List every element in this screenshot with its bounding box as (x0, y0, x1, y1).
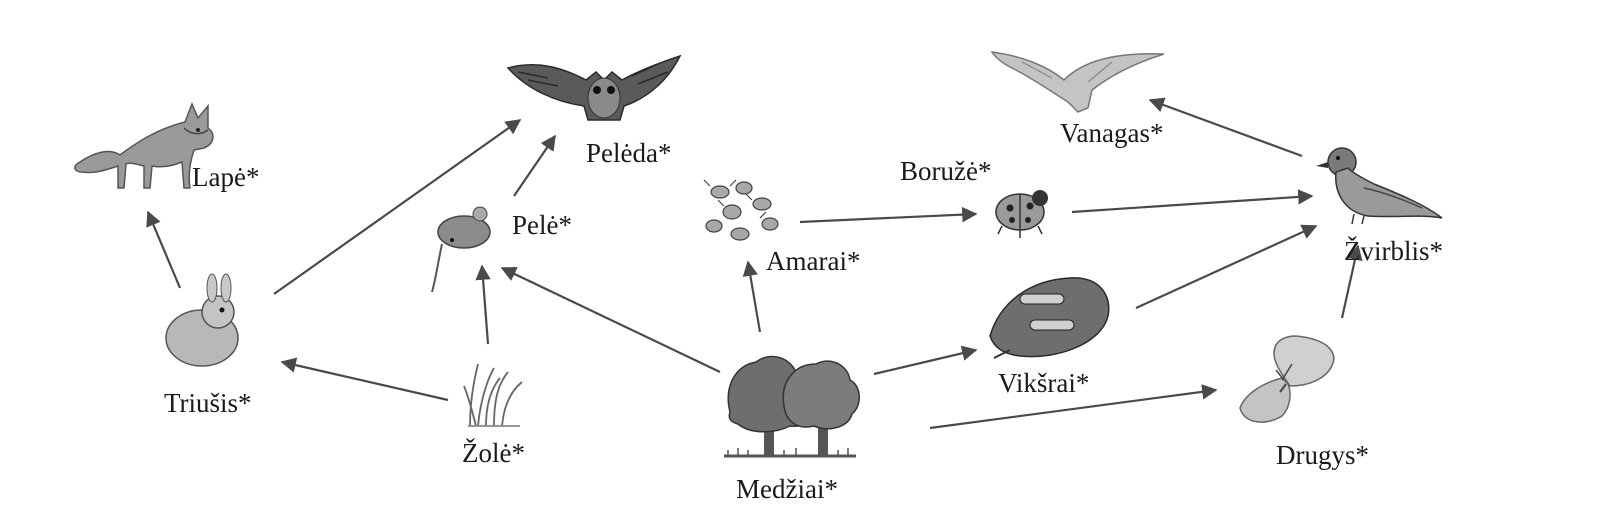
arrow-zole-to-triusis (280, 357, 449, 402)
mouse-icon (431, 206, 491, 293)
edge-layer (146, 97, 1363, 430)
arrow-zole-to-pele (475, 264, 491, 345)
hawk-icon (990, 51, 1165, 113)
arrow-medziai-to-drugys (929, 384, 1218, 430)
label-boruze: Boružė* (900, 156, 992, 186)
butterfly-icon (1239, 335, 1335, 423)
arrow-zvirblis-to-vanagas (1148, 97, 1303, 158)
grass-icon (463, 363, 523, 427)
arrow-medziai-to-pele (500, 267, 721, 373)
label-lape: Lapė* (192, 162, 260, 192)
arrow-medziai-to-viksrai (873, 345, 978, 376)
arrow-drugys-to-zvirblis (1340, 244, 1363, 319)
arrow-viksrai-to-zvirblis (1135, 224, 1318, 310)
sparrow-icon (1316, 147, 1443, 225)
aphids-icon (703, 179, 779, 241)
trees-icon (724, 355, 860, 458)
label-triusis: Triušis* (164, 388, 252, 418)
label-medziai: Medžiai* (736, 474, 838, 504)
owl-icon (506, 54, 682, 121)
label-pele: Pelė* (512, 210, 572, 240)
arrow-amarai-to-boruze (799, 206, 978, 224)
label-zole: Žolė* (462, 438, 525, 468)
rabbit-icon (165, 273, 239, 367)
arrow-triusis-to-lape (146, 210, 182, 289)
ladybug-icon (995, 190, 1048, 238)
label-zvirblis: Žvirblis* (1344, 236, 1443, 266)
arrow-medziai-to-amarai (742, 260, 762, 333)
caterpillars-icon (989, 277, 1110, 359)
label-viksrai: Vikšrai* (998, 368, 1090, 398)
label-drugys: Drugys* (1276, 440, 1369, 470)
label-amarai: Amarai* (766, 246, 861, 276)
label-vanagas: Vanagas* (1060, 118, 1164, 148)
arrow-boruze-to-zvirblis (1071, 189, 1314, 214)
arrow-triusis-to-peleda (273, 119, 522, 295)
label-peleda: Pelėda* (586, 138, 672, 168)
arrow-pele-to-peleda (513, 134, 556, 197)
fox-icon (74, 102, 214, 189)
